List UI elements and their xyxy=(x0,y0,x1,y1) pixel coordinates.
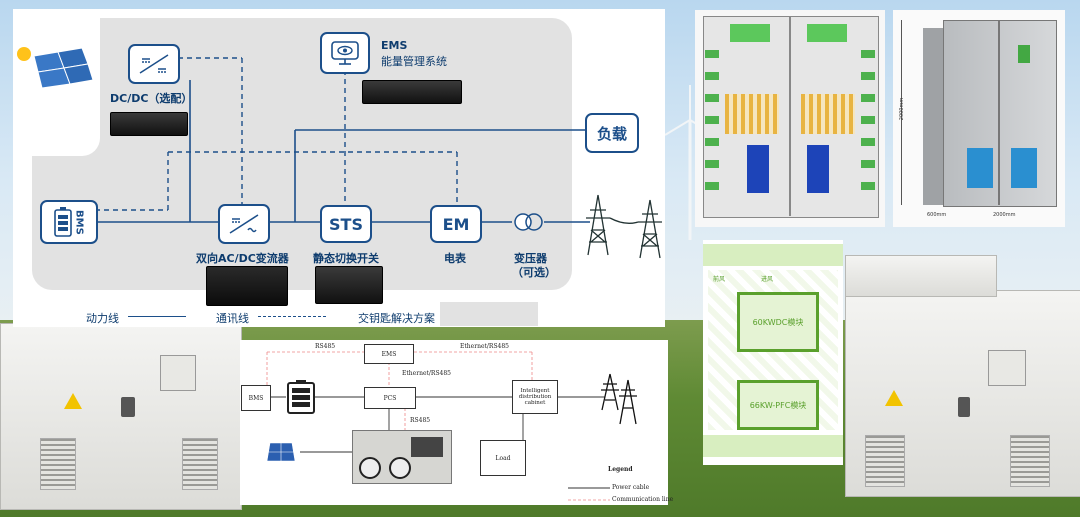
ethernet-rs485-mid-label: Ethernet/RS485 xyxy=(402,370,452,377)
english-diagram-panel xyxy=(240,340,668,505)
legend-turnkey-label: 交钥匙解决方案 xyxy=(358,312,435,325)
ems-title: EMS xyxy=(381,39,408,52)
sts-device-image xyxy=(315,266,383,304)
dcdc-device-image xyxy=(110,112,188,136)
ethernet-rs485-top-label: Ethernet/RS485 xyxy=(460,343,510,350)
legend-title: Legend xyxy=(608,466,633,473)
terminal-block xyxy=(411,437,443,457)
fan-row-bottom xyxy=(703,435,843,457)
pcs-box: PCS xyxy=(364,387,416,409)
vent-grille xyxy=(865,435,905,487)
power-grid-icon xyxy=(586,194,662,259)
warning-icon xyxy=(64,393,82,409)
height-label: 2000mm xyxy=(899,97,906,121)
pfc-module-block: 66KW-PFC模块 xyxy=(737,380,819,430)
legend-power-cable: Power cable xyxy=(612,484,650,491)
terminal-strip xyxy=(861,50,875,190)
pcs-node xyxy=(218,204,270,244)
legend-power-line xyxy=(128,316,186,317)
ems-box: EMS xyxy=(364,344,414,364)
pcs-device-image xyxy=(352,430,452,484)
transformer-icon xyxy=(514,213,543,231)
pcs-label: 双向AC/DC变流器 xyxy=(196,252,289,265)
vent-grille xyxy=(182,438,218,490)
bms-box: BMS xyxy=(241,385,271,411)
monitor-icon xyxy=(331,41,359,65)
container-back xyxy=(845,255,997,297)
load-box: Load xyxy=(480,440,526,476)
inlet-air-label: 进风 xyxy=(761,276,774,283)
legend-communication-line: Communication line xyxy=(612,496,674,503)
diagram-connections xyxy=(95,57,590,223)
cabinet-filter xyxy=(967,148,993,188)
dcdc-converter-node xyxy=(128,44,180,84)
ems-subtitle: 能量管理系统 xyxy=(381,55,447,68)
dc-module-block: 60KWDC模块 xyxy=(737,292,819,352)
breaker-group xyxy=(730,24,770,42)
door-handle xyxy=(121,397,135,417)
sts-node: STS xyxy=(320,205,372,243)
cabinet-exterior-drawing: 2000mm 600mm 2000mm xyxy=(893,10,1065,227)
cabinet-filter xyxy=(1011,148,1037,188)
fuse-rack xyxy=(725,94,779,134)
fan-row-top xyxy=(703,244,843,266)
sts-label: 静态切换开关 xyxy=(313,252,379,265)
ems-device-image xyxy=(362,80,462,104)
dcdc-converter-icon xyxy=(139,54,169,74)
terminal-strip xyxy=(705,50,719,190)
fuse-rack xyxy=(801,94,855,134)
solar-panel-icon xyxy=(266,442,296,462)
height-dimension xyxy=(901,20,902,205)
battery-icon xyxy=(287,380,315,414)
bms-node: BMS xyxy=(40,200,98,244)
fan-icon xyxy=(359,457,381,479)
front-air-label: 前风 xyxy=(713,276,726,283)
dcdc-label: DC/DC（选配） xyxy=(110,92,193,105)
indicator-panel xyxy=(1018,45,1030,63)
transformer-sub: （可选） xyxy=(512,266,556,279)
battery-icon xyxy=(53,207,72,237)
warning-icon xyxy=(885,390,903,406)
module-layout-panel: 前风 进风 60KWDC模块 66KW-PFC模块 xyxy=(703,240,843,465)
legend-comm-line xyxy=(258,316,326,317)
breaker-group xyxy=(807,24,847,42)
legend-turnkey-swatch xyxy=(440,302,538,326)
transformer-label: 变压器 xyxy=(514,252,547,265)
em-label: 电表 xyxy=(444,252,466,265)
contactor xyxy=(747,145,769,193)
rs485-top-label: RS485 xyxy=(315,343,336,350)
width-label: 2000mm xyxy=(993,212,1016,218)
vent-grille xyxy=(40,438,76,490)
solar-panel-icon xyxy=(17,47,94,89)
control-box xyxy=(160,355,196,391)
bms-label: BMS xyxy=(73,209,85,235)
legend-comm-label: 通讯线 xyxy=(216,312,249,325)
ems-node xyxy=(320,32,370,74)
diagram-background xyxy=(32,18,572,290)
english-diagram-connections xyxy=(266,351,610,501)
pcs-device-image xyxy=(206,266,288,306)
em-node: EM xyxy=(430,205,482,243)
depth-label: 600mm xyxy=(927,212,947,218)
fan-icon xyxy=(389,457,411,479)
vent-grille xyxy=(1010,435,1050,487)
load-node: 负载 xyxy=(585,113,639,153)
control-box xyxy=(988,350,1026,386)
cabinet-interior-drawing xyxy=(695,10,885,227)
door-handle xyxy=(958,397,970,417)
contactor xyxy=(807,145,829,193)
legend-power-label: 动力线 xyxy=(86,312,119,325)
rs485-pcs-label: RS485 xyxy=(410,417,431,424)
power-tower-icon xyxy=(601,373,637,425)
acdc-converter-icon xyxy=(229,214,259,234)
distribution-cabinet-box: Intelligent distribution cabinet xyxy=(512,380,558,414)
